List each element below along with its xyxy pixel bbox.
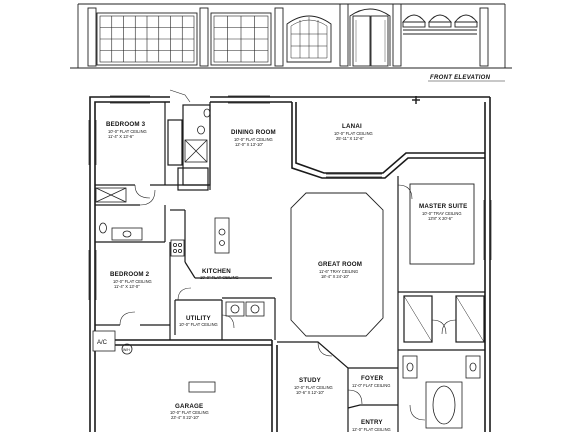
master-name: MASTER SUITE <box>419 203 467 210</box>
hall-vanity <box>111 227 143 241</box>
fanlight-windows <box>402 14 478 35</box>
master-size: 13'8" X 20'-6" <box>428 216 453 221</box>
water-heater-icon <box>121 343 133 355</box>
kitchen-ceiling: 10'-0" FLAT CEILING <box>200 275 239 280</box>
water-heater-label: W/H <box>123 348 130 352</box>
ac-unit: A/C <box>92 330 116 352</box>
utility-ceiling: 10'-0" FLAT CEILING <box>179 322 218 327</box>
bedroom2-size: 11'-4" X 13'-0" <box>114 284 140 289</box>
garage-door-right <box>210 12 272 66</box>
bedroom2-name: BEDROOM 2 <box>110 271 150 278</box>
lanai-size: 25'-11" X 12'-6" <box>336 136 364 141</box>
floor-plan-walls <box>88 95 492 432</box>
dining-size: 12'-0" X 13'-10" <box>235 142 264 147</box>
tray-ceilings <box>290 183 475 337</box>
kitchen-island <box>214 217 230 254</box>
garage-size: 23'-4" X 22'-10" <box>171 415 200 420</box>
arched-window <box>286 15 332 63</box>
dining-ceiling: 10'-0" FLAT CEILING <box>234 137 273 142</box>
elevation-caption: FRONT ELEVATION <box>430 75 491 81</box>
entry-ceiling: 12'-0" FLAT CEILING <box>352 427 391 432</box>
lanai-name: LANAI <box>342 123 362 130</box>
great-room-size: 18'-4" X 24'-10" <box>321 274 350 279</box>
study-ceiling: 10'-0" FLAT CEILING <box>294 385 333 390</box>
sink <box>203 108 211 118</box>
toilet <box>197 125 205 135</box>
bedroom3-name: BEDROOM 3 <box>106 121 146 128</box>
ac-label: A/C <box>97 340 108 346</box>
fixtures <box>95 108 485 429</box>
garage-door-left <box>96 12 198 66</box>
shower <box>184 139 208 163</box>
bedroom3-ceiling: 10'-0" FLAT CEILING <box>108 129 147 134</box>
dryer <box>245 301 265 317</box>
great-room-tray <box>290 192 384 337</box>
study-size: 10'-6" X 12'-10" <box>296 390 325 395</box>
garage-name: GARAGE <box>175 403 203 410</box>
utility-name: UTILITY <box>186 315 211 322</box>
master-tray <box>409 183 475 265</box>
foyer-ceiling: 11'-0" FLAT CEILING <box>352 383 390 388</box>
master-ceiling: 10'-0" TRAY CEILING <box>422 211 462 216</box>
kitchen-name: KITCHEN <box>202 268 231 275</box>
range <box>170 239 185 257</box>
master-tub <box>425 381 463 429</box>
dining-name: DINING ROOM <box>231 129 276 136</box>
foyer-name: FOYER <box>361 375 384 382</box>
bedroom2-ceiling: 10'-0" FLAT CEILING <box>113 279 152 284</box>
entry-doors <box>349 8 391 67</box>
garage-vent <box>188 381 216 393</box>
garage-ceiling: 10'-0" FLAT CEILING <box>170 410 209 415</box>
door-swings <box>119 89 457 421</box>
entry-name: ENTRY <box>361 419 383 426</box>
front-elevation <box>70 3 512 69</box>
study-name: STUDY <box>299 377 322 384</box>
washer <box>225 301 245 317</box>
room-labels: BEDROOM 3 10'-0" FLAT CEILING 11'-4" X 1… <box>106 121 467 432</box>
bedroom3-size: 11'-4" X 13'-6" <box>108 134 134 139</box>
lanai-ceiling: 10'-0" FLAT CEILING <box>334 131 373 136</box>
great-room-name: GREAT ROOM <box>318 261 362 268</box>
hall-tub <box>95 187 127 203</box>
great-room-ceiling: 11'-6" TRAY CEILING <box>319 269 358 274</box>
